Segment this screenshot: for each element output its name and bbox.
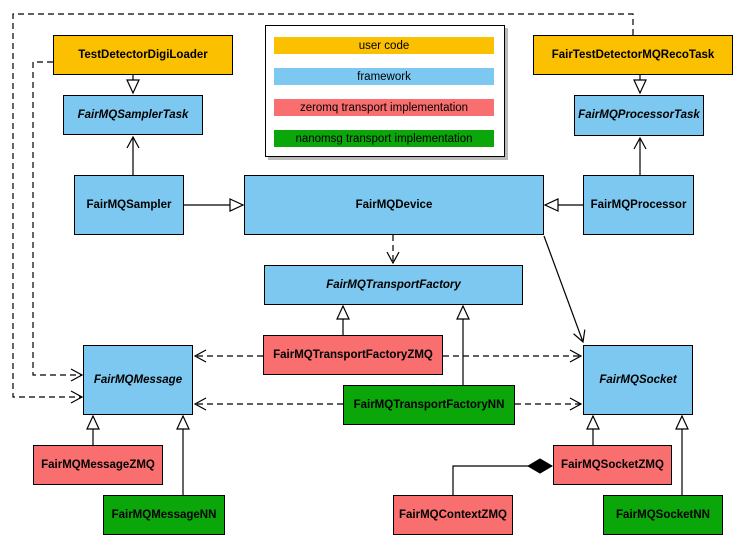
edge-digiloader-message: [32, 61, 84, 382]
legend-item-user-code: user code: [274, 37, 494, 54]
node-fair-mq-message-zmq: FairMQMessageZMQ: [33, 445, 163, 485]
node-fair-mq-socket-zmq: FairMQSocketZMQ: [553, 445, 672, 485]
node-fair-mq-transport-factory-zmq: FairMQTransportFactoryZMQ: [263, 335, 443, 375]
node-fair-mq-transport-factory-nn: FairMQTransportFactoryNN: [343, 385, 515, 425]
node-fair-mq-socket: FairMQSocket: [583, 345, 693, 415]
legend-label-user-code: user code: [358, 39, 410, 52]
node-fair-mq-context-zmq: FairMQContextZMQ: [393, 495, 513, 535]
node-fair-mq-socket-nn: FairMQSocketNN: [603, 495, 723, 535]
node-fair-mq-processor: FairMQProcessor: [583, 175, 694, 235]
edge-device-socket: [543, 235, 586, 344]
edge-contextzmq-socketzmq: [452, 458, 553, 495]
legend-label-zeromq: zeromq transport implementation: [299, 101, 469, 114]
node-fair-mq-message: FairMQMessage: [83, 345, 193, 415]
legend-label-nanomsg: nanomsg transport implementation: [295, 132, 473, 145]
node-fair-test-detector-mq-reco-task: FairTestDetectorMQRecoTask: [533, 35, 733, 75]
node-fair-mq-sampler-task: FairMQSamplerTask: [63, 95, 203, 135]
legend-item-nanomsg: nanomsg transport implementation: [274, 130, 494, 147]
legend-item-zeromq: zeromq transport implementation: [274, 99, 494, 116]
node-fair-mq-message-nn: FairMQMessageNN: [103, 495, 225, 535]
node-fair-mq-device: FairMQDevice: [244, 175, 544, 235]
node-test-detector-digi-loader: TestDetectorDigiLoader: [53, 35, 233, 75]
legend-item-framework: framework: [274, 68, 494, 85]
legend-label-framework: framework: [357, 70, 411, 83]
node-fair-mq-processor-task: FairMQProcessorTask: [574, 95, 704, 136]
edge-recotask-message: [12, 13, 634, 404]
node-fair-mq-sampler: FairMQSampler: [74, 175, 184, 235]
legend-box: user code framework zeromq transport imp…: [265, 25, 505, 157]
node-fair-mq-transport-factory: FairMQTransportFactory: [264, 265, 523, 305]
